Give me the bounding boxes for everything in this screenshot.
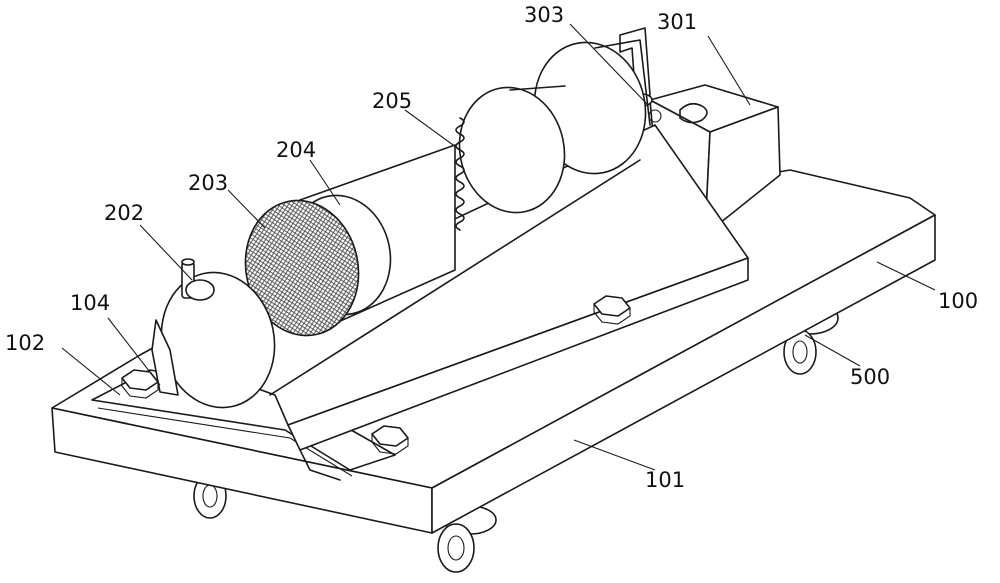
hex-bolt-left <box>121 369 159 399</box>
label-202: 202 <box>104 201 144 225</box>
clamp-bracket <box>151 319 179 396</box>
hex-bolt-front <box>371 425 409 455</box>
label-102: 102 <box>5 331 45 355</box>
label-205: 205 <box>372 89 412 113</box>
leader-lines <box>61 23 936 471</box>
label-301: 301 <box>657 10 697 34</box>
label-204: 204 <box>276 138 316 162</box>
label-303: 303 <box>524 3 564 27</box>
label-203: 203 <box>188 171 228 195</box>
mesh-screen <box>244 199 360 337</box>
label-104: 104 <box>70 291 110 315</box>
label-100: 100 <box>938 289 978 313</box>
label-101: 101 <box>645 468 685 492</box>
filter-disc-middle <box>458 85 566 214</box>
spring <box>455 117 465 231</box>
hex-bolt-middle <box>593 295 631 325</box>
end-cap <box>160 258 276 409</box>
label-500: 500 <box>850 365 890 389</box>
